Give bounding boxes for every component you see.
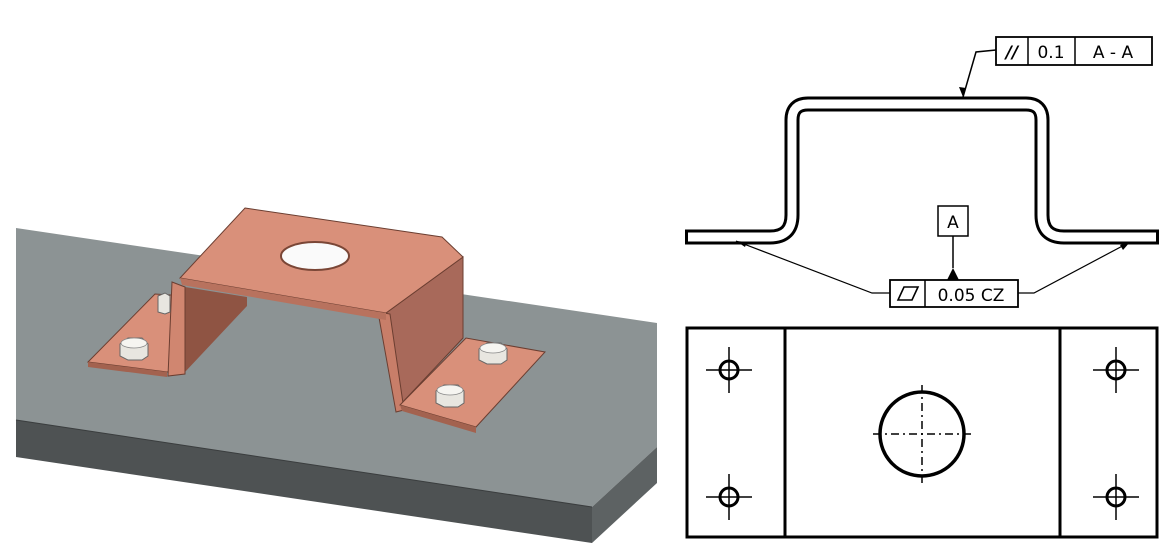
bolt-icon xyxy=(478,342,508,365)
plate-front-face xyxy=(16,420,592,543)
bracket-left-leg-inner xyxy=(185,287,247,372)
top-view xyxy=(685,326,1159,539)
parallelism-symbol-icon: // xyxy=(1004,43,1020,63)
leader-line xyxy=(735,240,890,294)
arrowhead-icon xyxy=(736,241,747,247)
plate-side-face xyxy=(592,447,657,543)
datum-feature-box xyxy=(937,205,969,237)
bolt-icon xyxy=(157,292,171,315)
arrowhead-icon xyxy=(1120,242,1130,250)
bracket-hole xyxy=(280,241,350,271)
bracket-left-leg-outer xyxy=(167,281,186,377)
bracket-top-front-edge xyxy=(180,278,386,320)
parallelism-feature-control-frame: // 0.1 A - A xyxy=(995,36,1153,66)
bracket-left-foot-edge xyxy=(88,362,167,377)
datum-label: A xyxy=(947,213,959,233)
mounting-hole xyxy=(706,474,752,520)
parallelism-datum: A - A xyxy=(1093,43,1134,63)
mounting-hole xyxy=(706,347,752,393)
datum-triangle-icon xyxy=(947,268,959,280)
side-view xyxy=(685,49,1159,294)
flatness-icon xyxy=(896,286,920,301)
bracket-right-foot-edge xyxy=(400,405,476,433)
flatness-feature-control-frame: 0.05 CZ xyxy=(889,279,1019,308)
leader-line xyxy=(1018,241,1131,294)
center-hole xyxy=(873,385,971,483)
arrowhead-icon xyxy=(959,87,966,97)
mounting-hole xyxy=(1093,474,1139,520)
bolt-icon xyxy=(435,384,465,408)
bracket-right-foot xyxy=(399,337,546,428)
leader-line xyxy=(962,49,997,98)
parallelism-tolerance: 0.1 xyxy=(1037,43,1064,63)
mounting-hole xyxy=(1093,347,1139,393)
flatness-tolerance: 0.05 CZ xyxy=(938,286,1005,306)
render-3d xyxy=(15,207,657,543)
bolt-icon xyxy=(119,337,149,361)
